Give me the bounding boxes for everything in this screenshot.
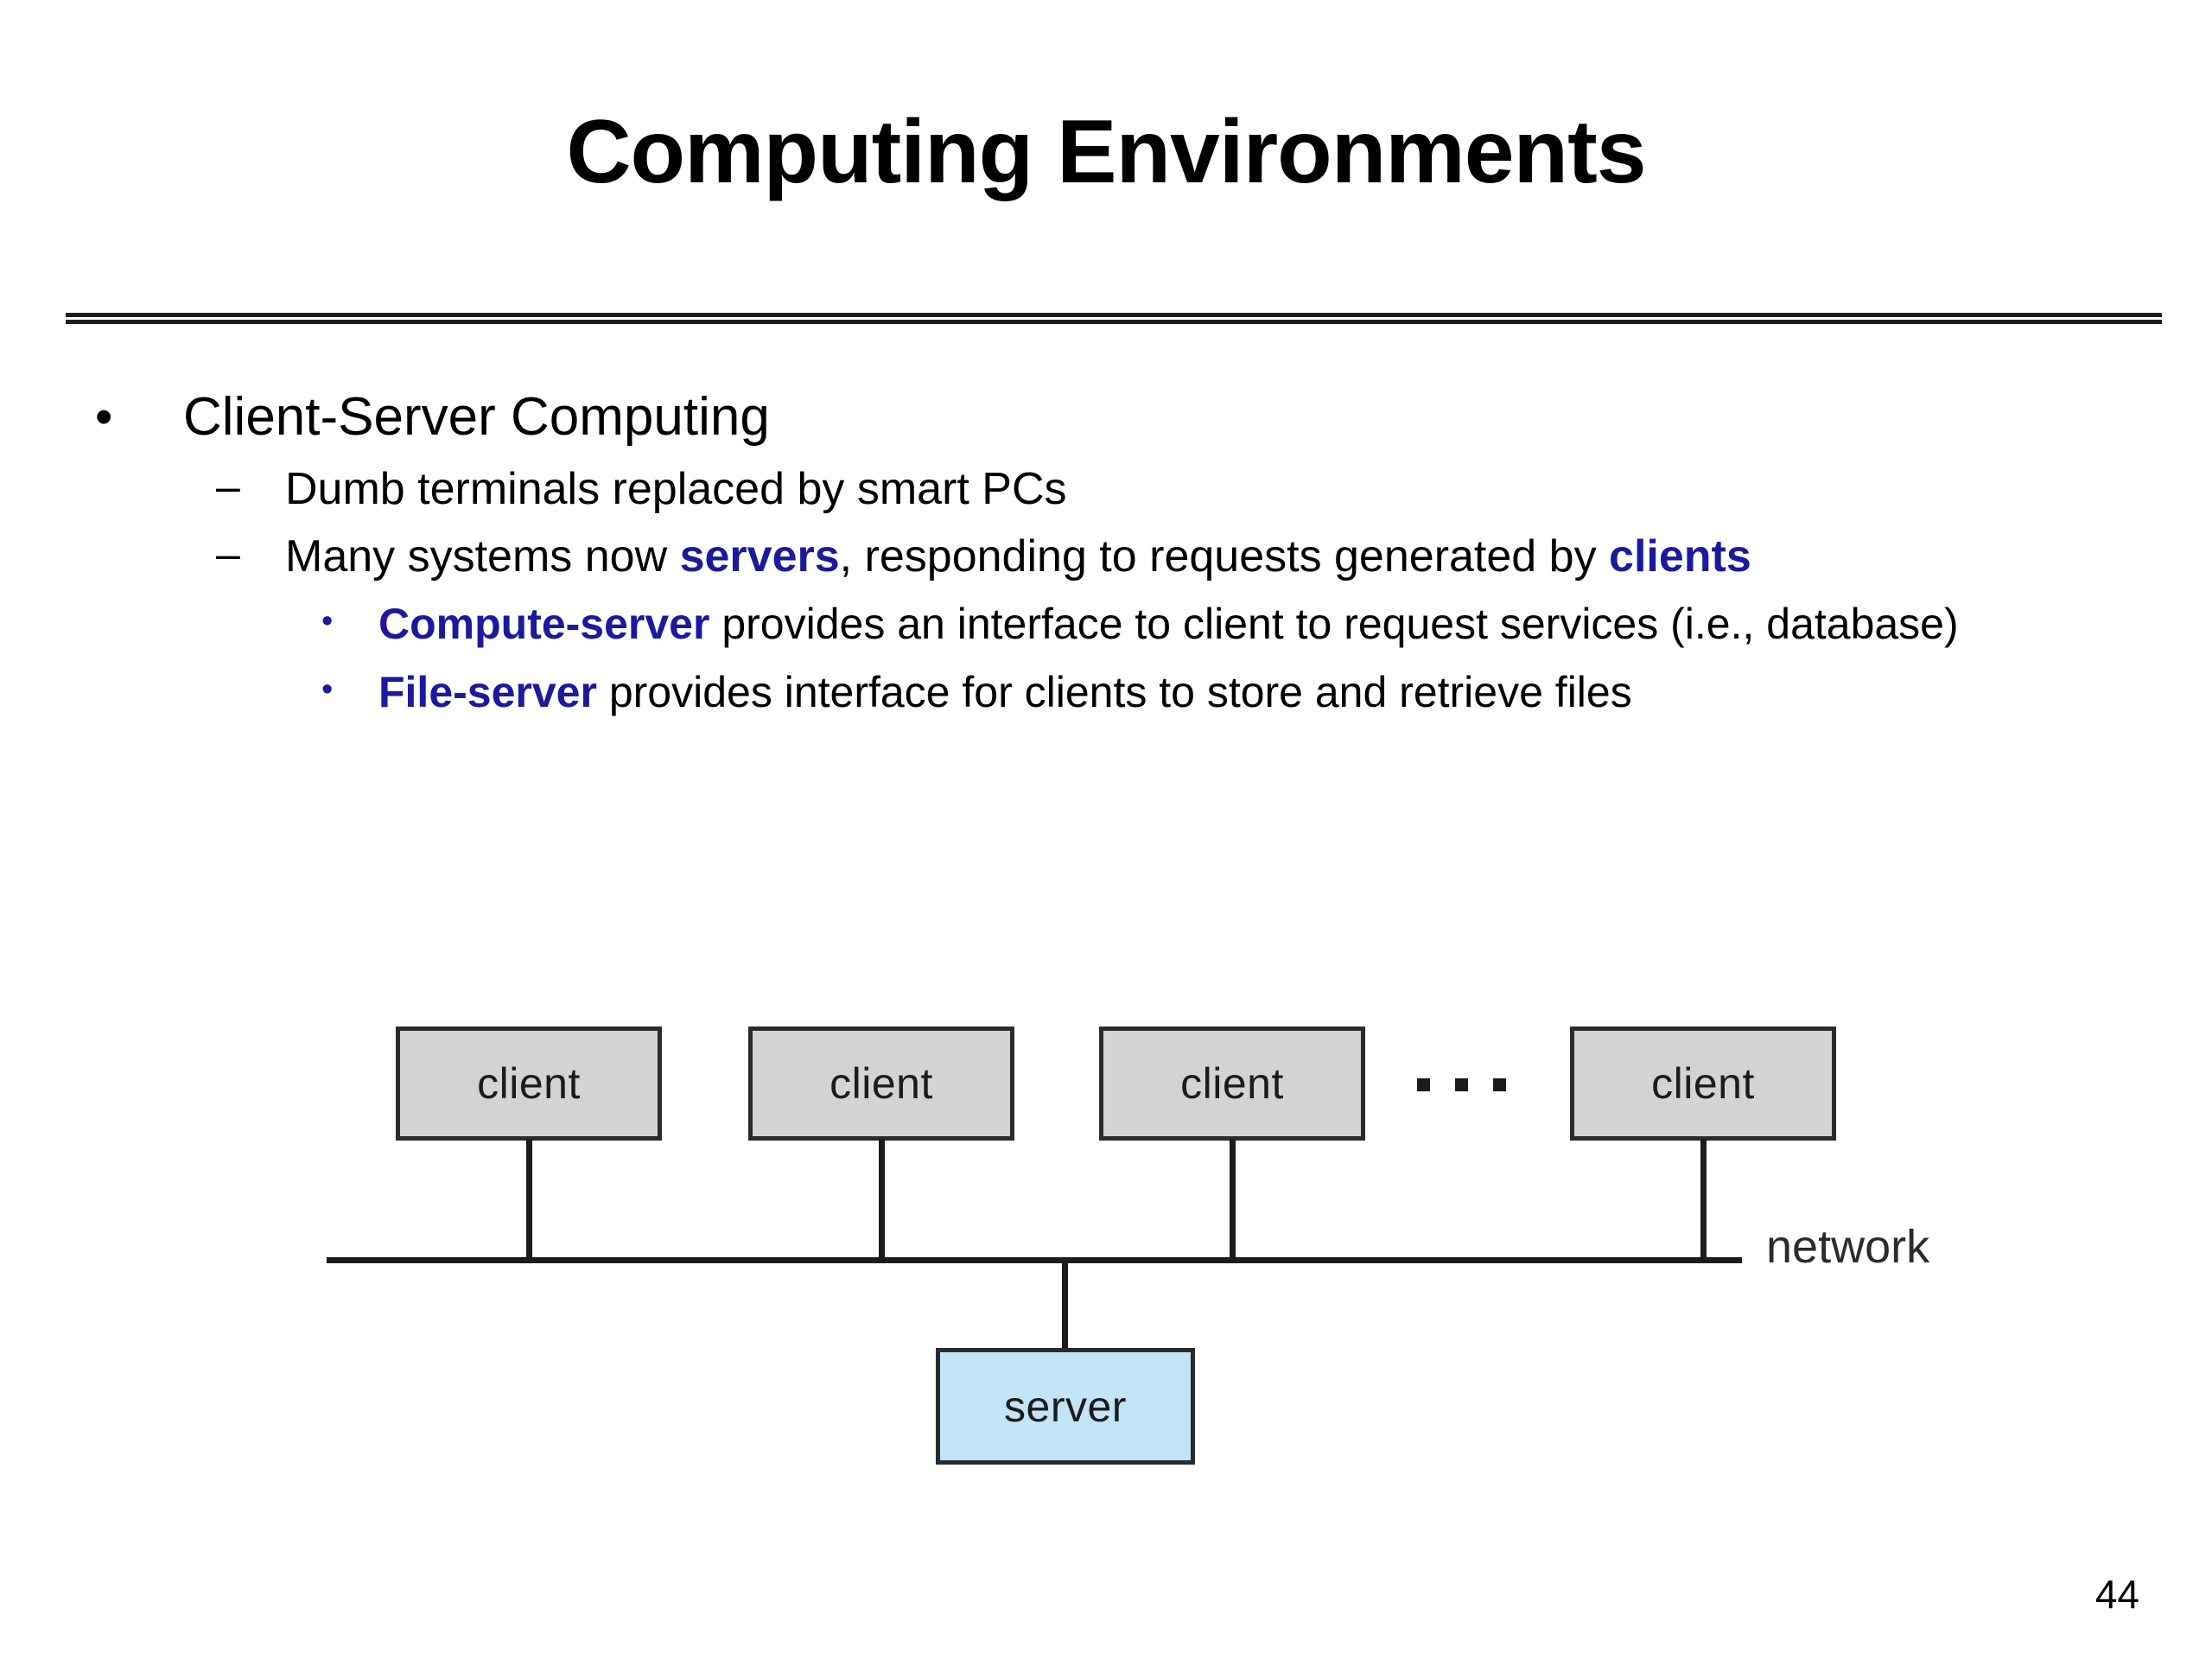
page-number: 44 bbox=[2094, 1572, 2139, 1617]
title-divider-line-top bbox=[66, 313, 2162, 317]
client-node-1: client bbox=[396, 1027, 662, 1141]
client-node-4: client bbox=[1570, 1027, 1836, 1141]
bullet-marker-dot-blue: • bbox=[321, 603, 334, 639]
network-label: network bbox=[1766, 1221, 1930, 1273]
bullet-marker-dot: • bbox=[95, 389, 113, 445]
bullet-level2-text-1: Dumb terminals replaced by smart PCs bbox=[285, 467, 2212, 512]
title-divider-line-bottom bbox=[66, 320, 2162, 324]
network-bus-line bbox=[327, 1257, 1742, 1263]
client-node-label: client bbox=[830, 1059, 933, 1108]
bullet-marker-dot-blue: • bbox=[321, 671, 334, 708]
bullet-level1-text: Client-Server Computing bbox=[183, 387, 770, 447]
title-divider bbox=[66, 313, 2162, 324]
bullet-level2-text-2: Many systems now servers, responding to … bbox=[285, 534, 2212, 579]
client-node-2: client bbox=[748, 1027, 1014, 1141]
bullet-marker-dash: – bbox=[216, 462, 240, 511]
bullet-level2-many-systems: – Many systems now servers, responding t… bbox=[0, 530, 2212, 579]
connector-client-1 bbox=[526, 1139, 532, 1260]
connector-client-3 bbox=[1230, 1139, 1236, 1260]
server-node: server bbox=[936, 1348, 1195, 1465]
text-segment: Many systems now bbox=[285, 531, 680, 582]
keyword-compute-server: Compute-server bbox=[378, 600, 710, 648]
bullet-level3-text-2: File-server provides interface for clien… bbox=[378, 670, 2098, 715]
bullet-level3-file-server: • File-server provides interface for cli… bbox=[0, 670, 2212, 715]
page-title: Computing Environments bbox=[566, 102, 1646, 202]
keyword-clients: clients bbox=[1609, 531, 1751, 582]
bullet-level3-compute-server: • Compute-server provides an interface t… bbox=[0, 601, 2212, 647]
text-segment: provides interface for clients to store … bbox=[596, 668, 1632, 716]
text-segment: , responding to requests generated by bbox=[839, 531, 1610, 582]
connector-client-2 bbox=[879, 1139, 885, 1260]
ellipsis-dot bbox=[1455, 1078, 1468, 1091]
bullet-level2-dumb-terminals: – Dumb terminals replaced by smart PCs bbox=[0, 462, 2212, 512]
keyword-servers: servers bbox=[679, 531, 840, 582]
text-segment: provides an interface to client to reque… bbox=[709, 600, 1959, 648]
server-node-label: server bbox=[1004, 1382, 1127, 1431]
ellipsis-dot bbox=[1493, 1078, 1506, 1091]
client-node-label: client bbox=[1180, 1059, 1284, 1108]
bullet-content: • Client-Server Computing – Dumb termina… bbox=[0, 391, 2212, 715]
keyword-file-server: File-server bbox=[378, 668, 597, 716]
client-node-3: client bbox=[1099, 1027, 1365, 1141]
bullet-level3-text-1: Compute-server provides an interface to … bbox=[378, 601, 2098, 647]
bullet-level1-client-server-computing: • Client-Server Computing bbox=[0, 391, 2212, 444]
client-node-label: client bbox=[477, 1059, 581, 1108]
connector-server bbox=[1062, 1257, 1068, 1348]
ellipsis-icon bbox=[1417, 1078, 1506, 1091]
text-segment: Dumb terminals replaced by smart PCs bbox=[285, 464, 1067, 514]
title-divider-gap bbox=[66, 317, 2162, 320]
ellipsis-dot bbox=[1417, 1078, 1430, 1091]
connector-client-4 bbox=[1700, 1139, 1707, 1260]
bullet-marker-dash: – bbox=[216, 530, 240, 578]
client-node-label: client bbox=[1651, 1059, 1755, 1108]
